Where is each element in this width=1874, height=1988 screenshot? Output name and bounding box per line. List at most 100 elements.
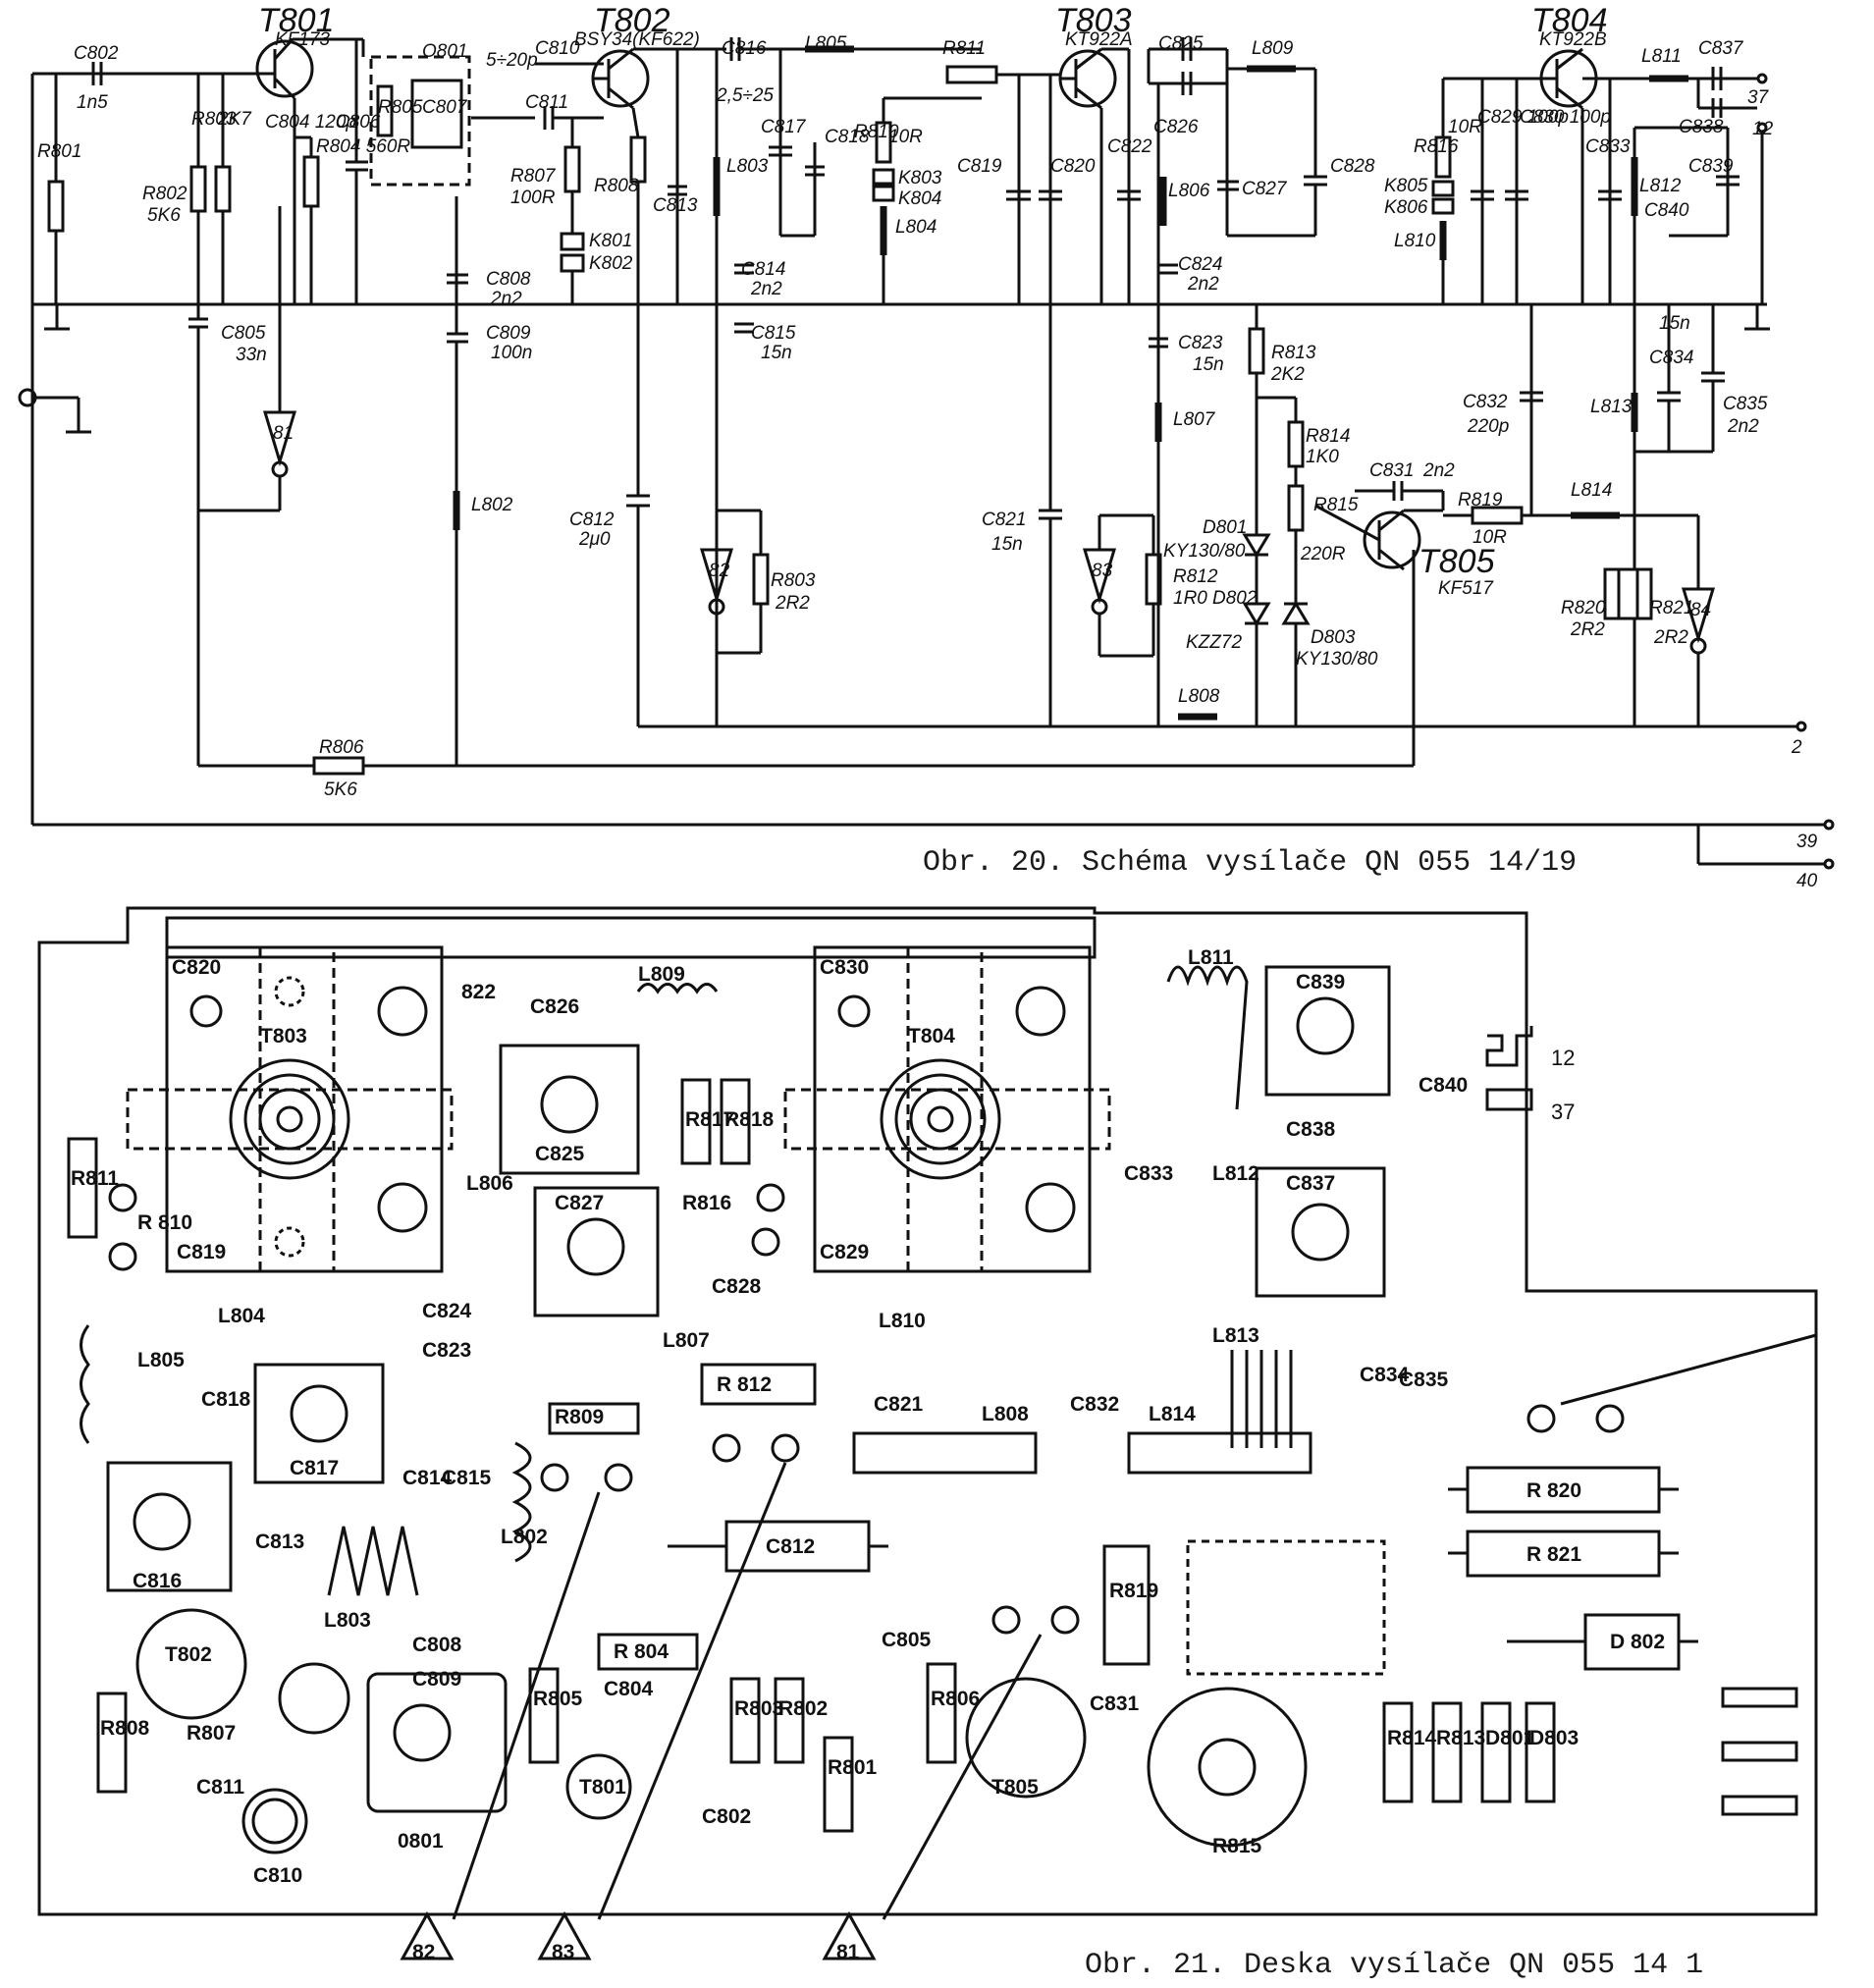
sch-r806-value: 5K6: [324, 779, 357, 800]
pcb-l810: L810: [879, 1310, 926, 1332]
sch-r808: R808: [594, 176, 639, 196]
pcb-r802: R802: [778, 1697, 829, 1720]
sch-l809: L809: [1252, 38, 1294, 59]
sch-l808: L808: [1178, 686, 1220, 707]
pcb-c810: C810: [253, 1864, 303, 1887]
sch-r803-value: 2K7: [218, 109, 251, 130]
pcb-c820: C820: [172, 956, 222, 979]
pcb-c811: C811: [196, 1776, 245, 1799]
sch-c814-value: 2n2: [751, 279, 782, 299]
sch-d801-value: KY130/80: [1163, 541, 1246, 562]
pcb-c804: C804: [604, 1678, 654, 1700]
sch-r810: R810: [854, 122, 899, 142]
sch-c808-value: 2n2: [491, 289, 522, 309]
pcb-r808: R808: [100, 1717, 150, 1740]
pcb-l802: L802: [501, 1526, 548, 1548]
sch-c806: C806: [336, 112, 381, 133]
pcb-c813: C813: [255, 1531, 305, 1553]
sch-c813: C813: [653, 195, 698, 216]
sch-c824: C824: [1178, 254, 1223, 275]
pcb-triangle-81: 81: [836, 1941, 860, 1963]
sch-c834-value: 15n: [1659, 313, 1690, 334]
sch-c828: C828: [1330, 156, 1375, 177]
sch-r810-value: 10R: [888, 127, 923, 147]
sch-c829: C829 100p: [1477, 107, 1569, 128]
sch-c815: C815: [751, 323, 796, 344]
sch-c827: C827: [1242, 179, 1287, 199]
sch-r803b-value: 2R2: [776, 593, 810, 614]
sch-d801: D801: [1203, 517, 1248, 538]
pcb-822: 822: [461, 981, 497, 1003]
pcb-r807: R807: [187, 1722, 237, 1745]
sch-c834: C834: [1649, 348, 1694, 368]
sch-k805: K805: [1384, 176, 1428, 196]
sch-r812: R812: [1173, 566, 1218, 587]
pcb-r815: R815: [1212, 1835, 1262, 1857]
pcb-r817: R817: [685, 1108, 735, 1131]
pcb-pin37: 37: [1551, 1100, 1576, 1124]
sch-r807-value: 100R: [510, 188, 556, 208]
sch-c810-value: 5÷20p: [486, 50, 538, 71]
sch-c812: C812: [569, 510, 615, 530]
sch-d803: D803: [1311, 627, 1356, 648]
pcb-l814: L814: [1149, 1403, 1196, 1425]
pcb-r801: R801: [828, 1756, 878, 1779]
t805-label: T805: [1419, 543, 1495, 580]
t804-label: T804: [1531, 2, 1608, 39]
sch-buffer-83: 83: [1092, 561, 1113, 581]
pcb-r809: R809: [555, 1406, 605, 1428]
pcb-r805: R805: [533, 1688, 583, 1710]
sch-r819: R819: [1458, 490, 1503, 510]
sch-c835: C835: [1723, 394, 1768, 414]
pcb-c816: C816: [133, 1570, 183, 1592]
sch-c832-value: 220p: [1468, 416, 1510, 437]
sch-l813: L813: [1590, 397, 1633, 417]
sch-l803: L803: [726, 156, 769, 177]
pcb-pin12: 12: [1551, 1046, 1576, 1070]
sch-r805: R805: [378, 97, 423, 118]
sch-k801: K801: [589, 231, 633, 251]
pcb-t801: T801: [579, 1776, 626, 1799]
pcb-r812: R 812: [717, 1373, 773, 1396]
t802-type: BSY34(KF622): [574, 29, 700, 50]
sch-buffer-84: 84: [1690, 600, 1712, 620]
sch-c818: C818: [825, 127, 870, 147]
pcb-r820: R 820: [1526, 1479, 1582, 1502]
pcb-l807: L807: [663, 1329, 710, 1352]
pcb-o801: 0801: [398, 1830, 444, 1853]
sch-c802: C802: [74, 43, 119, 64]
sch-pin12: 12: [1752, 119, 1774, 139]
pcb-r813: R813: [1436, 1727, 1486, 1749]
sch-c822: C822: [1107, 136, 1152, 157]
pcb-r806: R806: [931, 1688, 981, 1710]
pcb-c817: C817: [290, 1457, 340, 1479]
sch-d802-value: KZZ72: [1186, 632, 1243, 653]
sch-l806: L806: [1168, 181, 1210, 201]
sch-c809-value: 100n: [491, 343, 533, 363]
sch-o801: O801: [422, 41, 468, 62]
sch-c805: C805: [221, 323, 266, 344]
pcb-c815: C815: [442, 1467, 492, 1489]
sch-r821-value: 2R2: [1654, 627, 1688, 648]
pcb-c808: C808: [412, 1634, 462, 1656]
pcb-r816: R816: [682, 1192, 732, 1214]
t803-type: KT922A: [1065, 29, 1133, 50]
sch-r803b: R803: [771, 570, 816, 591]
pcb-c840: C840: [1419, 1074, 1469, 1097]
sch-c802-value: 1n5: [77, 92, 108, 113]
pcb-l806: L806: [466, 1172, 513, 1195]
sch-r821: R821: [1649, 598, 1694, 618]
pcb-c834: C834: [1360, 1364, 1410, 1386]
pcb-r803: R803: [734, 1697, 784, 1720]
pcb-c818: C818: [201, 1388, 251, 1411]
pcb-c829: C829: [820, 1241, 870, 1263]
pcb-r821: R 821: [1526, 1543, 1582, 1566]
pcb-r814: R814: [1387, 1727, 1437, 1749]
pcb-t802: T802: [165, 1643, 212, 1666]
t805-type: KF517: [1438, 578, 1493, 599]
pcb-d802: D 802: [1610, 1631, 1666, 1653]
sch-c816: C816: [722, 38, 767, 59]
t801-type: KF173: [275, 29, 330, 50]
sch-c825: C825: [1158, 33, 1204, 54]
